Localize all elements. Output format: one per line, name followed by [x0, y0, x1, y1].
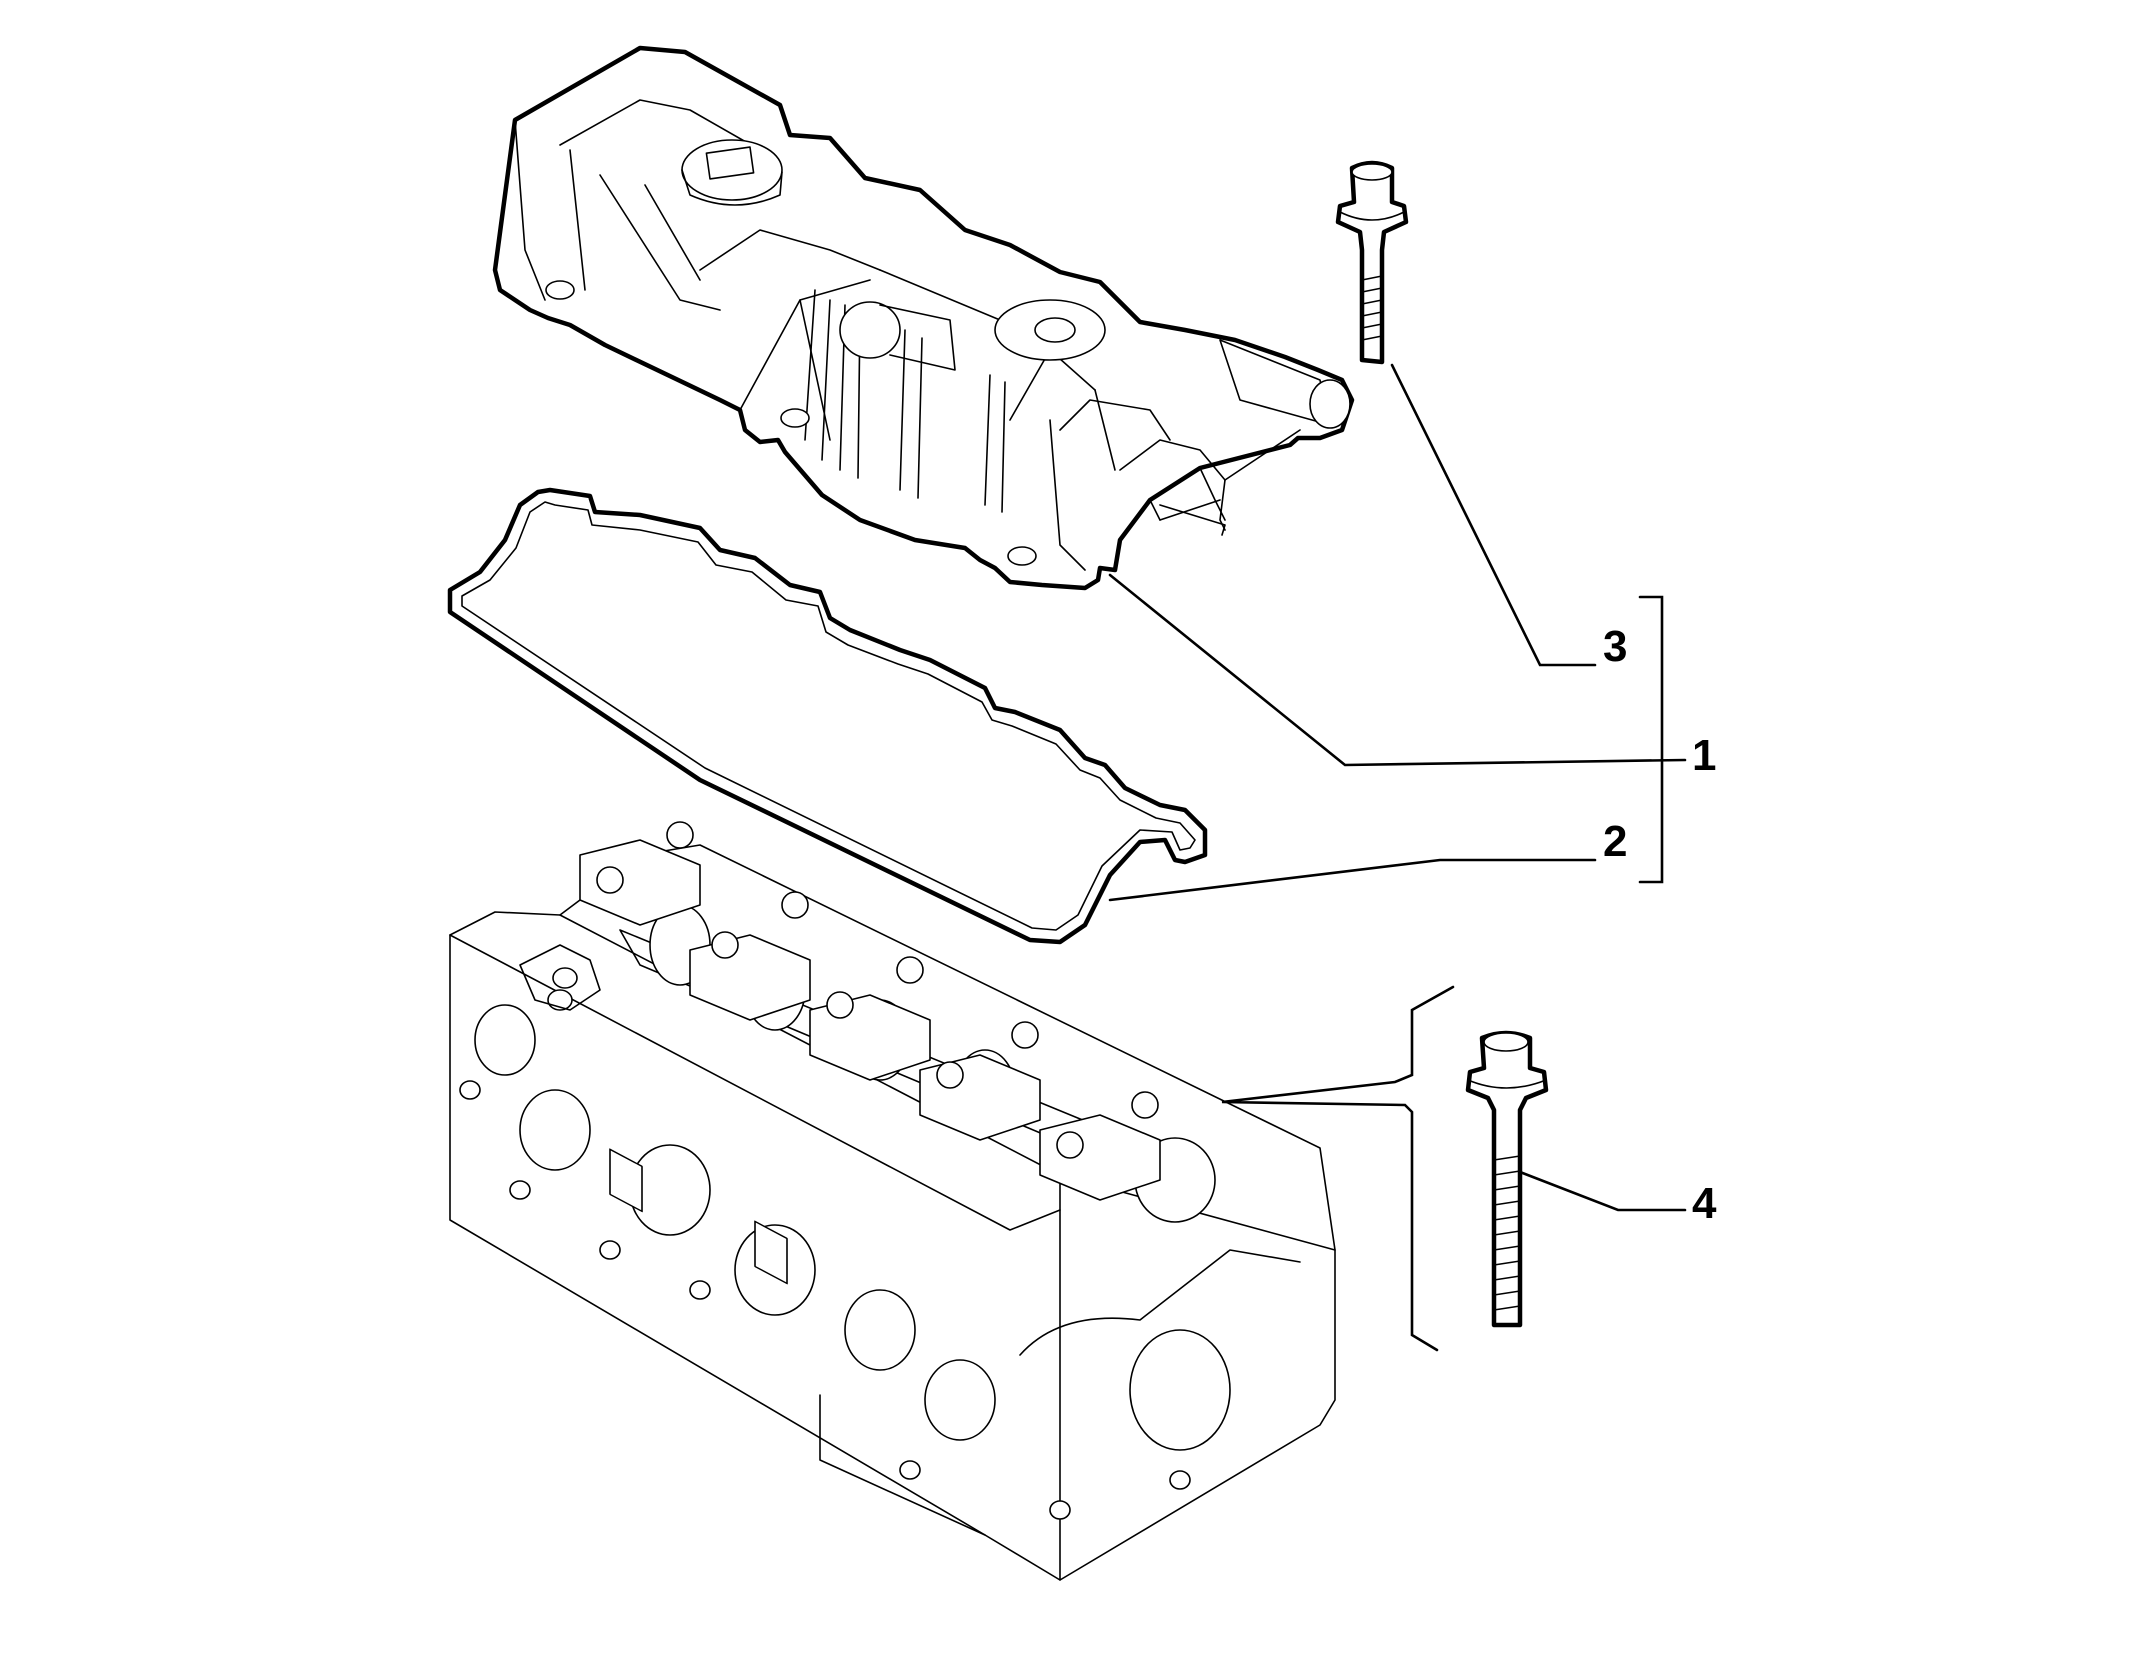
- cover-bolt: [1335, 160, 1409, 365]
- valve-cover: [492, 45, 1355, 591]
- callout-3: 3: [1603, 622, 1627, 671]
- leader-2: [1108, 858, 1597, 902]
- cylinder-head: [449, 821, 1336, 1581]
- leader-1: [1108, 573, 1687, 767]
- cylinder-head-bolt: [1465, 1030, 1549, 1328]
- callout-4: 4: [1692, 1179, 1717, 1228]
- callout-1: 1: [1692, 731, 1716, 780]
- leader-3: [1390, 363, 1597, 667]
- bracket-4: [1221, 985, 1455, 1352]
- callout-leaders: [1108, 363, 1687, 1352]
- valve-cover-gasket: [447, 487, 1208, 945]
- callout-2: 2: [1603, 817, 1627, 866]
- leader-4: [1518, 1170, 1687, 1212]
- bracket-1-2-3: [1638, 595, 1664, 884]
